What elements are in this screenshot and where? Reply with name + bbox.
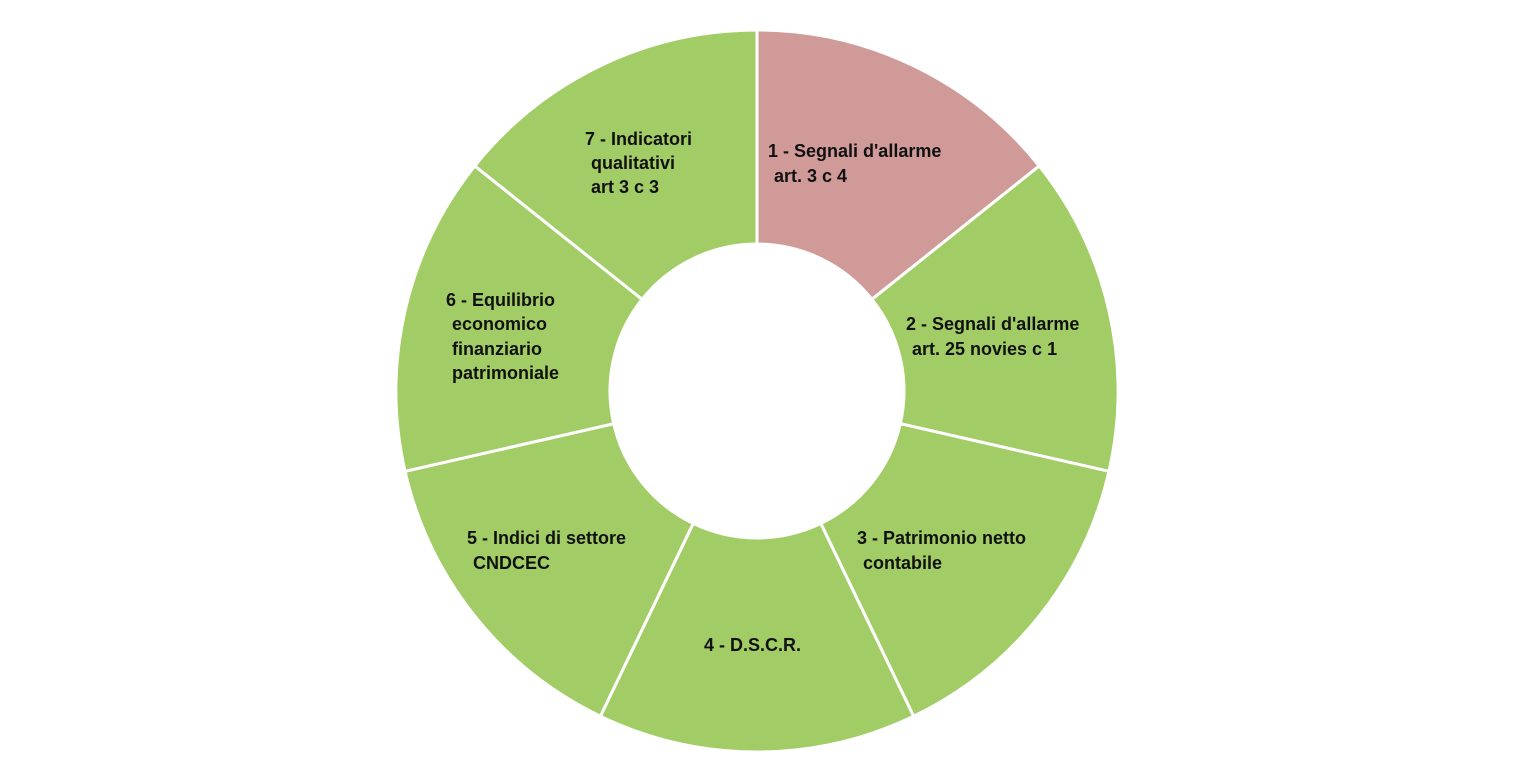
segment-4-label: 4 - D.S.C.R. xyxy=(704,635,801,655)
segment-7-label: 7 - Indicatori qualitativi art 3 c 3 xyxy=(585,129,697,197)
donut-segment-4 xyxy=(598,521,916,754)
donut-segment-6 xyxy=(394,163,645,474)
segment-2-label-line: 2 - Segnali d'allarme xyxy=(906,314,1079,334)
segment-6-label-line: finanziario xyxy=(452,339,542,359)
segment-6-label-line: economico xyxy=(452,314,547,334)
segment-7-label-line: qualitativi xyxy=(591,153,675,173)
segment-6-label-line: 6 - Equilibrio xyxy=(446,290,555,310)
segment-3-label-line: 3 - Patrimonio netto xyxy=(857,528,1026,548)
segment-5-label-line: CNDCEC xyxy=(473,553,550,573)
segment-1-label-line: 1 - Segnali d'allarme xyxy=(768,141,941,161)
segment-2-label-line: art. 25 novies c 1 xyxy=(912,339,1057,359)
segment-2-label: 2 - Segnali d'allarme art. 25 novies c 1 xyxy=(906,314,1084,359)
donut-segment-3 xyxy=(818,421,1111,719)
segment-6-label-line: patrimoniale xyxy=(452,363,559,383)
segment-3-label: 3 - Patrimonio netto contabile xyxy=(857,528,1031,573)
segment-1-label-line: art. 3 c 4 xyxy=(774,166,847,186)
segment-4-label-line: 4 - D.S.C.R. xyxy=(704,635,801,655)
segment-6-label: 6 - Equilibrio economico finanziario pat… xyxy=(446,290,560,383)
donut-segments xyxy=(394,28,1120,754)
segment-3-label-line: contabile xyxy=(863,553,942,573)
donut-segment-7 xyxy=(472,28,759,302)
segment-7-label-line: 7 - Indicatori xyxy=(585,129,692,149)
segment-7-label-line: art 3 c 3 xyxy=(591,177,659,197)
segment-1-label: 1 - Segnali d'allarme art. 3 c 4 xyxy=(768,141,946,186)
donut-labels: 1 - Segnali d'allarme art. 3 c 4 2 - Seg… xyxy=(446,129,1084,655)
donut-segment-5 xyxy=(403,421,696,719)
donut-segment-1 xyxy=(755,28,1042,302)
segment-5-label: 5 - Indici di settore CNDCEC xyxy=(467,528,631,573)
donut-segment-2 xyxy=(869,163,1120,474)
segment-5-label-line: 5 - Indici di settore xyxy=(467,528,626,548)
